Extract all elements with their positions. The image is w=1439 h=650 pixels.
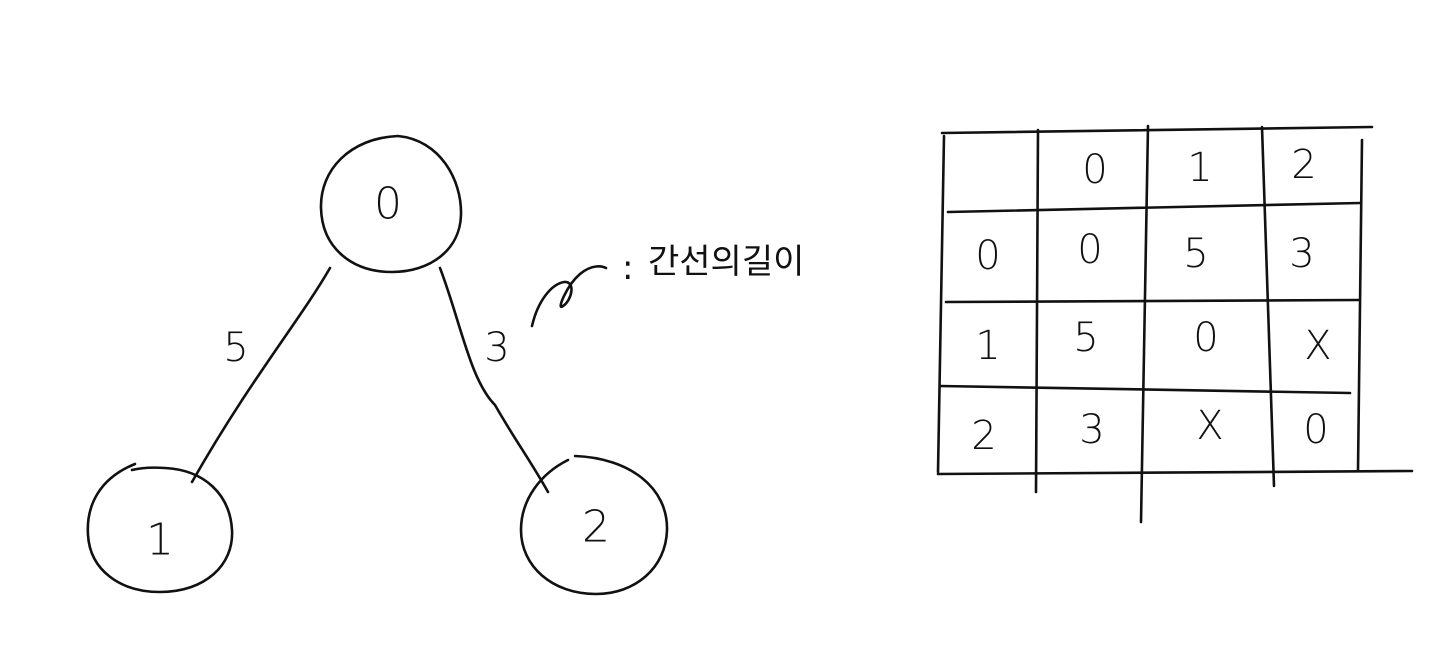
matrix-top-line (940, 125, 1374, 135)
matrix-cell-1-0: 5 (1073, 315, 1098, 361)
node-2-circle (519, 454, 669, 596)
edge-0-2 (438, 266, 550, 494)
matrix-col-line-0 (936, 134, 946, 474)
matrix-cell-0-0: 0 (1077, 227, 1102, 273)
edge-0-1-weight: 5 (223, 325, 248, 371)
node-0-label: 0 (374, 179, 402, 230)
edge-0-2-weight: 3 (484, 325, 509, 371)
annotation-squiggle (530, 265, 608, 328)
matrix-col-header-2: 2 (1291, 142, 1316, 188)
adjacency-matrix: 0 1 2 0 0 5 3 1 5 0 X 2 3 X 0 (936, 124, 1414, 524)
matrix-col-line-4 (1356, 138, 1364, 472)
node-0: 0 (319, 134, 463, 274)
matrix-col-header-0: 0 (1082, 147, 1107, 193)
matrix-col-line-2 (1139, 124, 1150, 524)
matrix-col-line-3 (1260, 125, 1276, 488)
graph: 0 1 2 5 3 : 간선의길이 (86, 134, 804, 596)
node-0-circle (319, 134, 463, 274)
matrix-row-line-2 (944, 298, 1360, 304)
matrix-cell-2-2: 0 (1303, 407, 1328, 453)
node-2: 2 (519, 454, 669, 596)
node-1: 1 (86, 462, 234, 594)
matrix-bottom-line (936, 469, 1414, 476)
edge-0-1 (190, 266, 332, 484)
matrix-row-line-3 (938, 384, 1352, 395)
matrix-col-line-1 (1034, 128, 1040, 494)
matrix-cell-2-0: 3 (1079, 407, 1104, 453)
matrix-cell-1-2: X (1304, 323, 1331, 369)
matrix-row-line-1 (946, 201, 1362, 214)
matrix-cell-1-1: 0 (1193, 315, 1218, 361)
matrix-row-header-1: 1 (975, 323, 1000, 369)
matrix-cell-2-1: X (1196, 403, 1223, 449)
matrix-cell-0-1: 5 (1183, 231, 1208, 277)
node-2-label: 2 (582, 502, 610, 553)
node-1-label: 1 (146, 515, 174, 566)
annotation-separator: : (622, 248, 633, 288)
matrix-col-header-1: 1 (1187, 145, 1212, 191)
annotation-text: 간선의길이 (648, 242, 804, 282)
matrix-row-header-0: 0 (975, 233, 1000, 279)
matrix-row-header-2: 2 (971, 413, 996, 459)
node-1-circle (86, 462, 234, 594)
matrix-cell-0-2: 3 (1289, 231, 1314, 277)
